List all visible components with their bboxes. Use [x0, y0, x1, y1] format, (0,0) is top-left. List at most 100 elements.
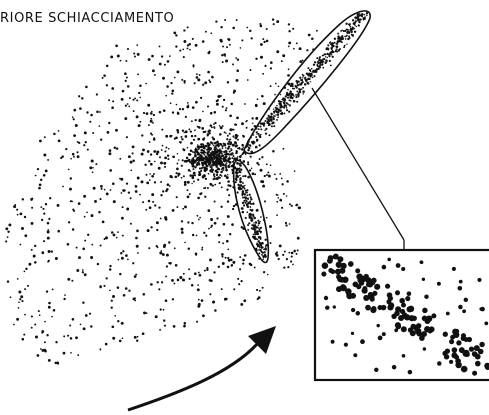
cloud-dot [204, 270, 206, 272]
core-dot [259, 158, 261, 160]
lobe-long-dot [307, 67, 309, 69]
cloud-dot [159, 156, 161, 158]
cloud-dot [235, 57, 237, 59]
cloud-dot [53, 309, 56, 312]
cloud-dot [210, 280, 213, 283]
cloud-dot [7, 280, 9, 282]
cloud-dot [33, 255, 36, 258]
lobe-short-dot [240, 179, 241, 180]
cloud-dot [5, 227, 8, 230]
core-dot [172, 155, 175, 158]
cloud-dot [243, 160, 246, 163]
cloud-dot [191, 222, 193, 224]
cloud-dot [237, 58, 239, 60]
core-dot [203, 147, 206, 150]
lobe-short-dot [255, 221, 258, 224]
cloud-dot [113, 200, 116, 203]
cloud-dot [24, 271, 26, 273]
lobe-short-dot [251, 214, 253, 216]
lobe-short-dot [235, 174, 237, 176]
lobe-short-dot [240, 165, 242, 167]
cloud-dot [182, 278, 184, 280]
cloud-dot [147, 229, 150, 232]
cloud-dot [249, 263, 252, 266]
lobe-long-dot [235, 145, 238, 148]
core-dot [214, 161, 215, 162]
cloud-dot [158, 167, 161, 170]
cloud-dot [62, 186, 64, 188]
cloud-dot [141, 153, 144, 156]
core-dot [229, 133, 231, 135]
lobe-long-dot [345, 23, 347, 25]
core-dot [192, 168, 194, 170]
cloud-dot [251, 37, 253, 39]
cloud-dot [116, 147, 118, 149]
inset-dot [475, 354, 481, 360]
cloud-dot [182, 108, 184, 110]
cloud-dot [175, 45, 177, 47]
lobe-long-dot [325, 54, 327, 56]
cloud-dot [236, 117, 239, 120]
cloud-dot [35, 175, 37, 177]
cloud-dot [184, 242, 186, 244]
core-dot [209, 144, 211, 146]
cloud-dot [128, 191, 130, 193]
lobe-long-dot [344, 45, 346, 47]
core-dot [214, 111, 217, 114]
lobe-short-dot [258, 222, 260, 224]
cloud-dot [92, 167, 94, 169]
cloud-dot [69, 188, 72, 191]
cloud-dot [84, 240, 86, 242]
cloud-dot [291, 205, 293, 207]
inset-dot [479, 307, 482, 310]
lobe-long-dot [275, 114, 276, 115]
lobe-long-dot [297, 84, 299, 86]
inset-dot [404, 314, 410, 320]
inset-dot [353, 353, 357, 357]
cloud-dot [141, 180, 144, 183]
cloud-dot [43, 174, 46, 177]
cloud-dot [185, 135, 188, 138]
core-dot [229, 139, 231, 141]
lobe-long-dot [286, 102, 288, 104]
cloud-dot [311, 38, 314, 41]
cloud-dot [202, 314, 205, 317]
cloud-dot [43, 240, 45, 242]
cloud-dot [220, 26, 222, 28]
cloud-dot [229, 128, 232, 131]
cloud-dot [117, 320, 119, 322]
cloud-dot [82, 271, 84, 273]
cloud-dot [78, 202, 81, 205]
cloud-dot [287, 74, 290, 77]
lobe-short-dot [244, 175, 246, 177]
lobe-short-dot [250, 213, 251, 214]
cloud-dot [222, 46, 224, 48]
cloud-dot [106, 84, 108, 86]
cloud-dot [122, 90, 125, 93]
cloud-dot [130, 161, 133, 164]
lobe-long-dot [287, 97, 289, 99]
lobe-short-dot [257, 220, 259, 222]
cloud-dot [207, 105, 209, 107]
lobe-long-dot [283, 112, 285, 114]
lobe-long-dot [237, 148, 239, 150]
cloud-dot [144, 164, 146, 166]
cloud-dot [24, 216, 26, 218]
cloud-dot [250, 69, 252, 71]
lobe-long-dot [281, 112, 283, 114]
lobe-long-dot [280, 94, 281, 95]
cloud-dot [192, 106, 195, 109]
lobe-long-dot [366, 15, 368, 17]
cloud-dot [73, 134, 76, 137]
cloud-dot [31, 249, 33, 251]
cloud-dot [169, 55, 171, 57]
cloud-dot [125, 287, 128, 290]
cloud-dot [44, 341, 46, 343]
cloud-dot [205, 235, 207, 237]
core-dot [227, 138, 229, 140]
lobe-long-dot [304, 83, 307, 86]
core-dot [216, 144, 218, 146]
cloud-dot [136, 340, 138, 342]
cloud-dot [197, 126, 199, 128]
